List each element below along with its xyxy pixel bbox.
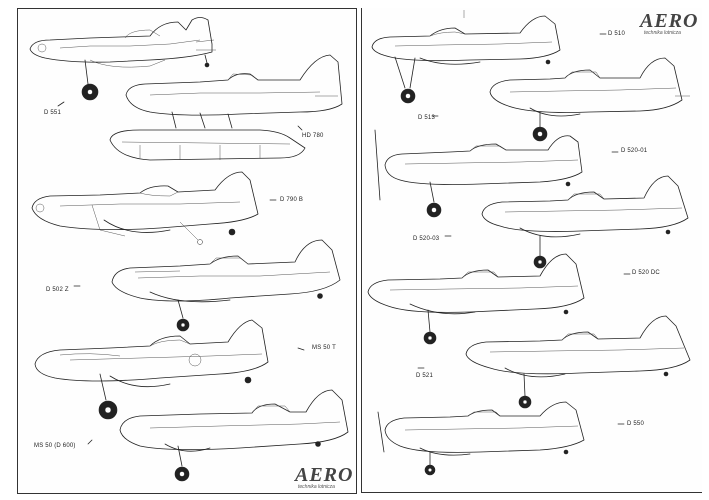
label-d520-03: D 520-03 [413,236,440,242]
label-d513: D 513 [418,115,436,121]
aircraft-drawing-d521 [465,315,691,409]
aircraft-drawing-d502z [111,239,341,332]
aero-logo-left-subtitle: technika lotnicza [298,484,335,490]
label-d790b: D 790 B [280,197,304,203]
aero-logo-right-subtitle: technika lotnicza [644,30,681,36]
label-d520-01: D 520-01 [621,148,648,154]
aircraft-drawing-d551 [29,17,216,101]
left-page [17,8,357,494]
aircraft-drawing-d520-01 [374,129,583,218]
right-page [361,8,702,493]
aircraft-drawing-d790b [31,171,259,245]
label-d520dc: D 520 DC [632,270,660,276]
label-d502z: D 502 Z [46,287,69,293]
aircraft-drawing-d550 [377,401,585,476]
label-ms50-d600: MS 50 (D 600) [34,443,76,449]
label-hd780: HD 780 [302,133,324,139]
aircraft-drawing-ms50t [34,319,269,420]
label-pointers [57,33,631,445]
aircraft-drawing-ms50-d600 [119,389,349,482]
aero-logo-left: AERO [295,464,354,486]
label-d551: D 551 [44,110,62,116]
label-d510: D 510 [608,31,626,37]
label-d521: D 521 [416,373,434,379]
label-d550: D 550 [627,421,645,427]
aircraft-drawing-d513 [489,57,690,142]
label-ms50t: MS 50 T [312,345,336,351]
aircraft-drawing-hd780 [109,54,343,161]
aircraft-drawing-d510 [371,15,561,104]
aircraft-drawing-d520dc [367,253,585,345]
aircraft-drawing-d520-03 [481,175,689,269]
aero-logo-right: AERO [640,10,699,32]
